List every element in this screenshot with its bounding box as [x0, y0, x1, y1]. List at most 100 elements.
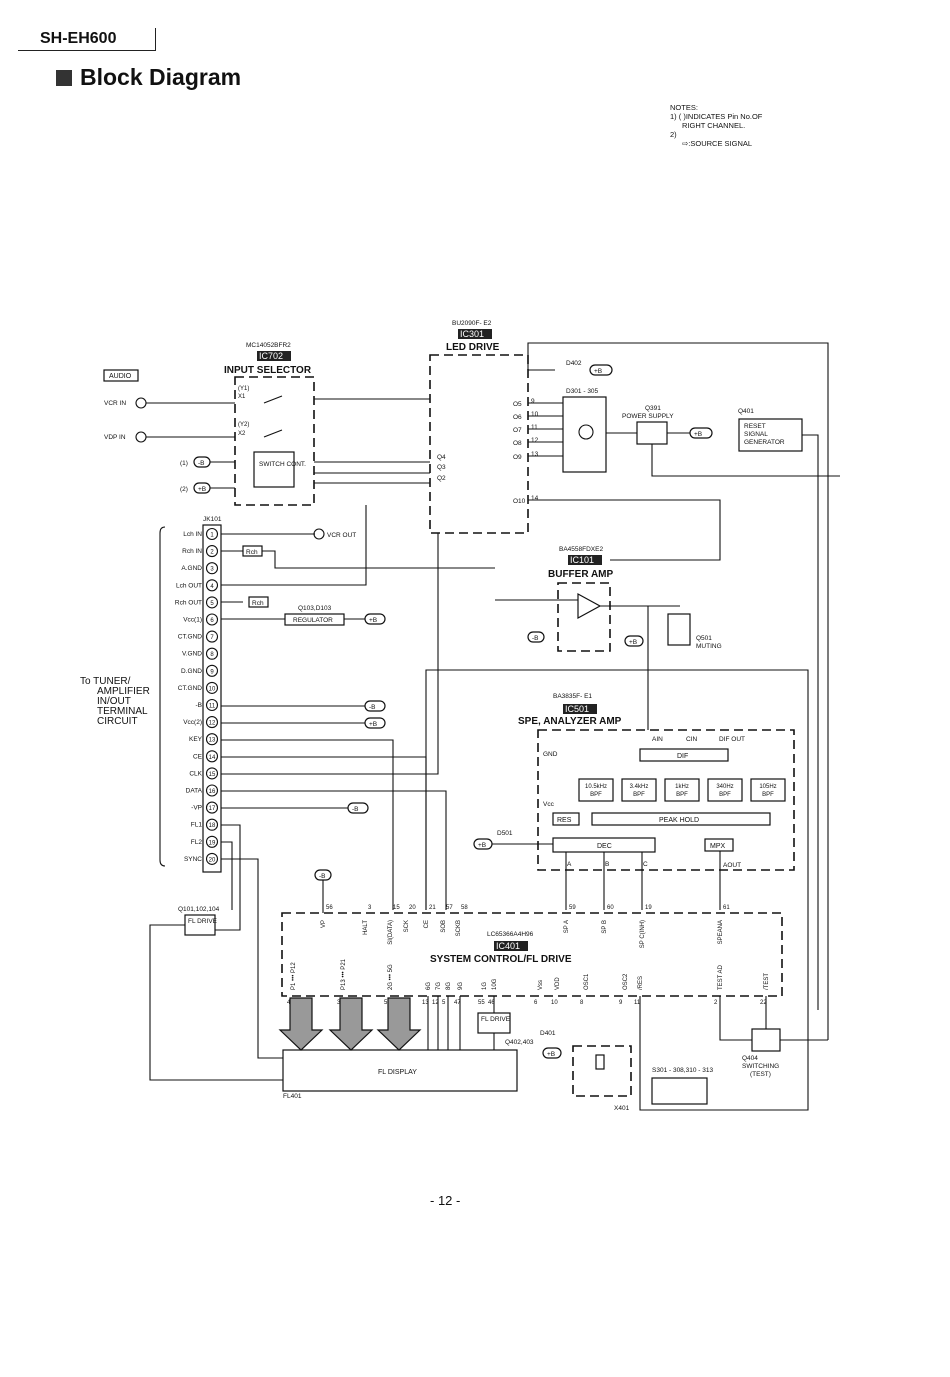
vcr-in-label: VCR IN	[104, 400, 126, 407]
minus-b-label-17: -B	[352, 806, 359, 813]
ic101-ref: IC101	[570, 555, 594, 565]
bpf-filter-freq: 10.5kHz	[585, 784, 607, 790]
switching-l1: SWITCHING	[742, 1063, 779, 1070]
bpf-filter-box	[621, 778, 657, 802]
jack-pin-label: KEY	[189, 736, 203, 743]
ic401-bottom-pin-name: 6G	[426, 982, 432, 990]
ic401-bottom-pin-number: 2	[714, 1000, 718, 1006]
jack-pin-circle	[205, 579, 219, 592]
y2-label: (Y2)	[238, 422, 249, 428]
res-label: RES	[557, 817, 572, 824]
led-pin-name: O10	[513, 498, 526, 505]
muting-label: MUTING	[696, 643, 722, 650]
d401-ref: D401	[540, 1030, 556, 1037]
ic401-bottom-pin-name: Vss	[538, 980, 544, 990]
jack-pin-circle	[205, 801, 219, 814]
x1-label: X1	[238, 394, 246, 400]
plus-b-label-d401: +B	[547, 1051, 555, 1058]
led-pin-number: 12	[531, 437, 539, 444]
minus-b-label-1: -B	[198, 460, 205, 467]
selector-switches	[263, 395, 283, 438]
jack-pin-circle	[205, 630, 219, 643]
jack-pin-label: -B	[196, 702, 203, 709]
ic401-bottom-pin-name: P1 ••• P12	[291, 962, 297, 990]
bpf-filter-box	[664, 778, 700, 802]
ic401-top-pin-number: 15	[393, 905, 400, 911]
ic401-top-pin-number: 59	[569, 905, 576, 911]
ic401-bottom-pin-number: 47	[454, 1000, 461, 1006]
ic501-ref: IC501	[565, 704, 589, 714]
fl-bus-arrows	[278, 997, 422, 1051]
source-signal-arrow-icon: ⇨	[682, 139, 689, 148]
ic401-top-pin-number: 19	[645, 905, 652, 911]
jack-pin-number: 13	[209, 738, 216, 744]
ic702-ref-bg	[257, 351, 291, 361]
ic401-bottom-pin-number: 22	[760, 1000, 767, 1006]
vdp-in-label: VDP IN	[104, 434, 126, 441]
minus-b-supply-17	[347, 802, 369, 814]
ic101-ref-bg	[568, 555, 602, 565]
ic401-bottom-pin-number: 10	[551, 1000, 558, 1006]
fl-drive-small-label: FL DRIVE	[481, 1016, 511, 1023]
ic401-part: LC65366A4H96	[487, 931, 534, 938]
reset-wires	[527, 342, 829, 1040]
jack-pin-label: FL1	[191, 822, 203, 829]
plus-b-label-d402: +B	[594, 368, 602, 375]
q-pin-1: Q3	[437, 464, 446, 471]
jack-pin-label: Lch IN	[183, 531, 202, 538]
jack-pin-label: -VP	[191, 805, 202, 812]
terminal-l3: TERMINAL	[97, 706, 148, 717]
bus-arrow-1	[278, 997, 324, 1051]
ic401-bottom-pin-number: 8	[580, 1000, 584, 1006]
q-pin-2: Q2	[437, 475, 446, 482]
jack-pin-label: Rch IN	[182, 548, 202, 555]
buffer-wires	[495, 599, 680, 730]
ic301-name: LED DRIVE	[446, 342, 500, 353]
fl-drive-wire	[149, 924, 283, 1081]
selector-wires	[146, 398, 430, 484]
ic501-box	[537, 729, 795, 871]
ic301-ref: IC301	[460, 329, 484, 339]
plus-b-supply-ic101	[624, 635, 644, 647]
ic401-bottom-pin-name: 2G ••• 5G	[388, 964, 394, 990]
ic401-bottom-pin-number: 13	[422, 1000, 429, 1006]
leds-label: D301 - 305	[566, 388, 599, 395]
terminal-l2: IN/OUT	[97, 696, 131, 707]
ic401-bottom-pin-name: 1G	[482, 982, 488, 990]
rch-label-1: Rch	[246, 549, 258, 556]
ic401-bottom-pin-number: 55	[478, 1000, 485, 1006]
jack-pin-number: 8	[210, 652, 214, 658]
opamp-icon	[577, 592, 602, 620]
jack-pin-label: DATA	[186, 788, 203, 795]
ic101-part: BA4558FDXE2	[559, 546, 603, 553]
jack-pin-label: Lch OUT	[176, 582, 202, 589]
b-label: B	[605, 861, 609, 868]
page-title-text: Block Diagram	[80, 64, 242, 90]
q404-ref: Q404	[742, 1055, 758, 1062]
ic401-bottom-pin-name: OSC1	[584, 973, 590, 990]
audio-label: AUDIO	[109, 373, 132, 380]
terminal-l4: CIRCUIT	[97, 716, 138, 727]
bpf-filter-type: BPF	[633, 792, 645, 798]
vcr-out-label: VCR OUT	[327, 532, 356, 539]
plus-b-supply-q391	[689, 427, 713, 439]
jack-pin-number: 7	[210, 635, 214, 641]
ic401-bottom-pin-number: 46	[488, 1000, 495, 1006]
ic401-box	[281, 912, 783, 997]
jack-pin-label: CE	[193, 753, 203, 760]
d402-label: D402	[566, 360, 582, 367]
ic401-top-pin-name: SCK	[404, 920, 410, 932]
jack-pin-label: FL2	[191, 839, 203, 846]
notes-heading: NOTES:	[670, 103, 698, 112]
terminal-label: To TUNER/ AMPLIFIER IN/OUT TERMINAL CIRC…	[80, 676, 150, 727]
ic401-bottom-pin-name: OSC2	[623, 973, 629, 990]
minus-b-label-11: -B	[369, 704, 376, 711]
vcr-out-jack-icon	[313, 528, 325, 540]
mpx-box	[704, 838, 734, 852]
jk101-brace	[159, 526, 166, 867]
note-2b-row: ⇨:SOURCE SIGNAL	[670, 139, 762, 148]
bpf-filter-type: BPF	[762, 792, 774, 798]
plus-b-supply-d402	[589, 364, 613, 376]
ic401-top-pin-name: CE	[424, 920, 430, 928]
ic401-top-pin-number: 21	[429, 905, 436, 911]
